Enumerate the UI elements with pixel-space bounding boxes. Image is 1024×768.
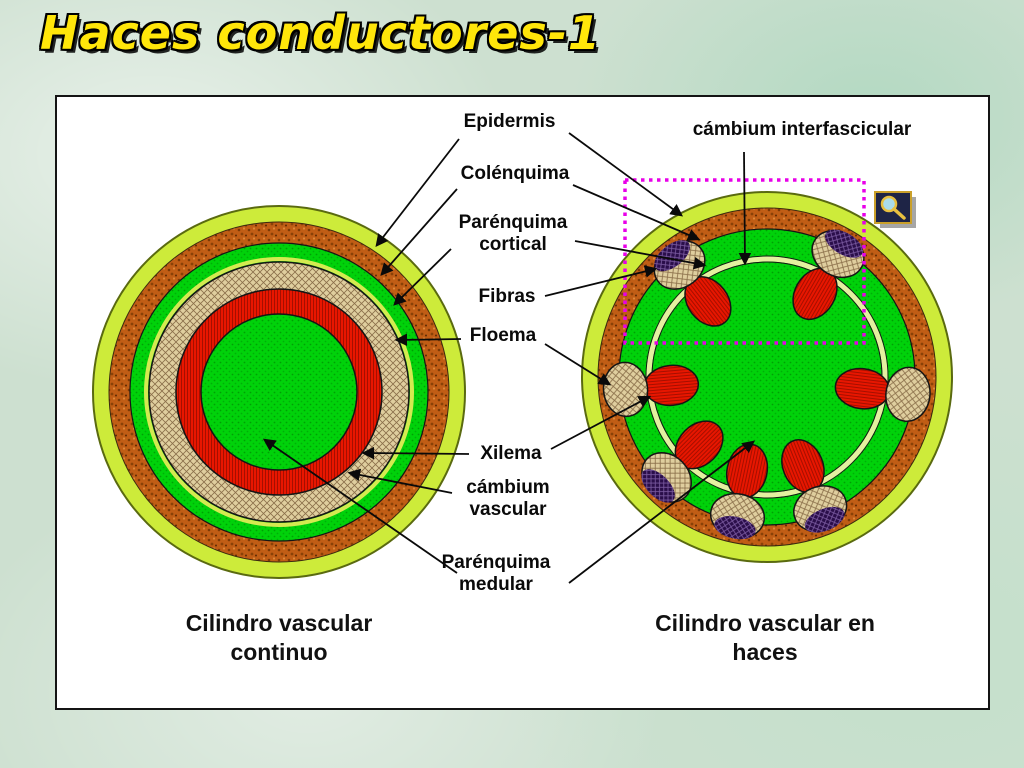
arrow-medular-to-right (568, 440, 756, 584)
label-cambium-vascular: cámbium vascular (466, 477, 550, 521)
label-colenquima: Colénquima (460, 163, 570, 184)
zoom-icon[interactable] (874, 191, 916, 228)
arrow-xilema-to-right (550, 395, 652, 450)
caption-right: Cilindro vascular en haces (655, 610, 875, 665)
vascular-bundle (792, 229, 865, 321)
label-fibras: Fibras (478, 286, 536, 307)
arrow-epidermis-to-right (568, 132, 684, 217)
label-parenquima-cortical: Parénquima cortical (458, 212, 568, 256)
label-arrows (262, 132, 756, 584)
arrow-cortical-to-left (393, 248, 452, 306)
arrow-epidermis-to-left (375, 138, 460, 247)
left-medula-core (200, 313, 358, 471)
arrow-floema-to-right (544, 343, 612, 386)
arrow-fibras-to-right (544, 265, 658, 297)
label-epidermis: Epidermis (463, 111, 556, 132)
vascular-bundle (709, 443, 769, 540)
right-vascular-ring-outline-outer (645, 255, 889, 499)
arrow-interfascicular-down (738, 151, 752, 266)
vascular-bundle (653, 240, 732, 327)
arrow-colenquima-to-left (380, 188, 458, 276)
slide-title: Haces conductores-1 (40, 6, 601, 60)
label-parenquima-medular: Parénquima medular (441, 552, 551, 596)
arrow-cambium-vascular-to-left (347, 468, 453, 494)
left-diagram (92, 205, 466, 579)
label-xilema: Xilema (480, 443, 542, 464)
left-cambium-line (144, 257, 414, 527)
highlight-box (623, 178, 866, 345)
arrow-xilema-to-left (361, 446, 470, 460)
arrow-cortical-to-right (574, 240, 707, 270)
vascular-bundle (781, 439, 848, 533)
right-diagram (581, 191, 953, 563)
caption-left: Cilindro vascular continuo (185, 610, 373, 665)
diagram-svg (92, 132, 953, 584)
label-floema: Floema (469, 325, 537, 346)
arrow-floema-to-left (394, 333, 462, 347)
arrow-colenquima-to-right (572, 184, 701, 241)
vascular-bundle (641, 420, 724, 503)
arrow-medular-to-left (262, 438, 458, 574)
vascular-bundle (834, 366, 931, 422)
label-cambium-interfascicular: cámbium interfascicular (692, 119, 912, 140)
diagram-panel: Epidermis cámbium interfascicular Colénq… (55, 95, 990, 710)
